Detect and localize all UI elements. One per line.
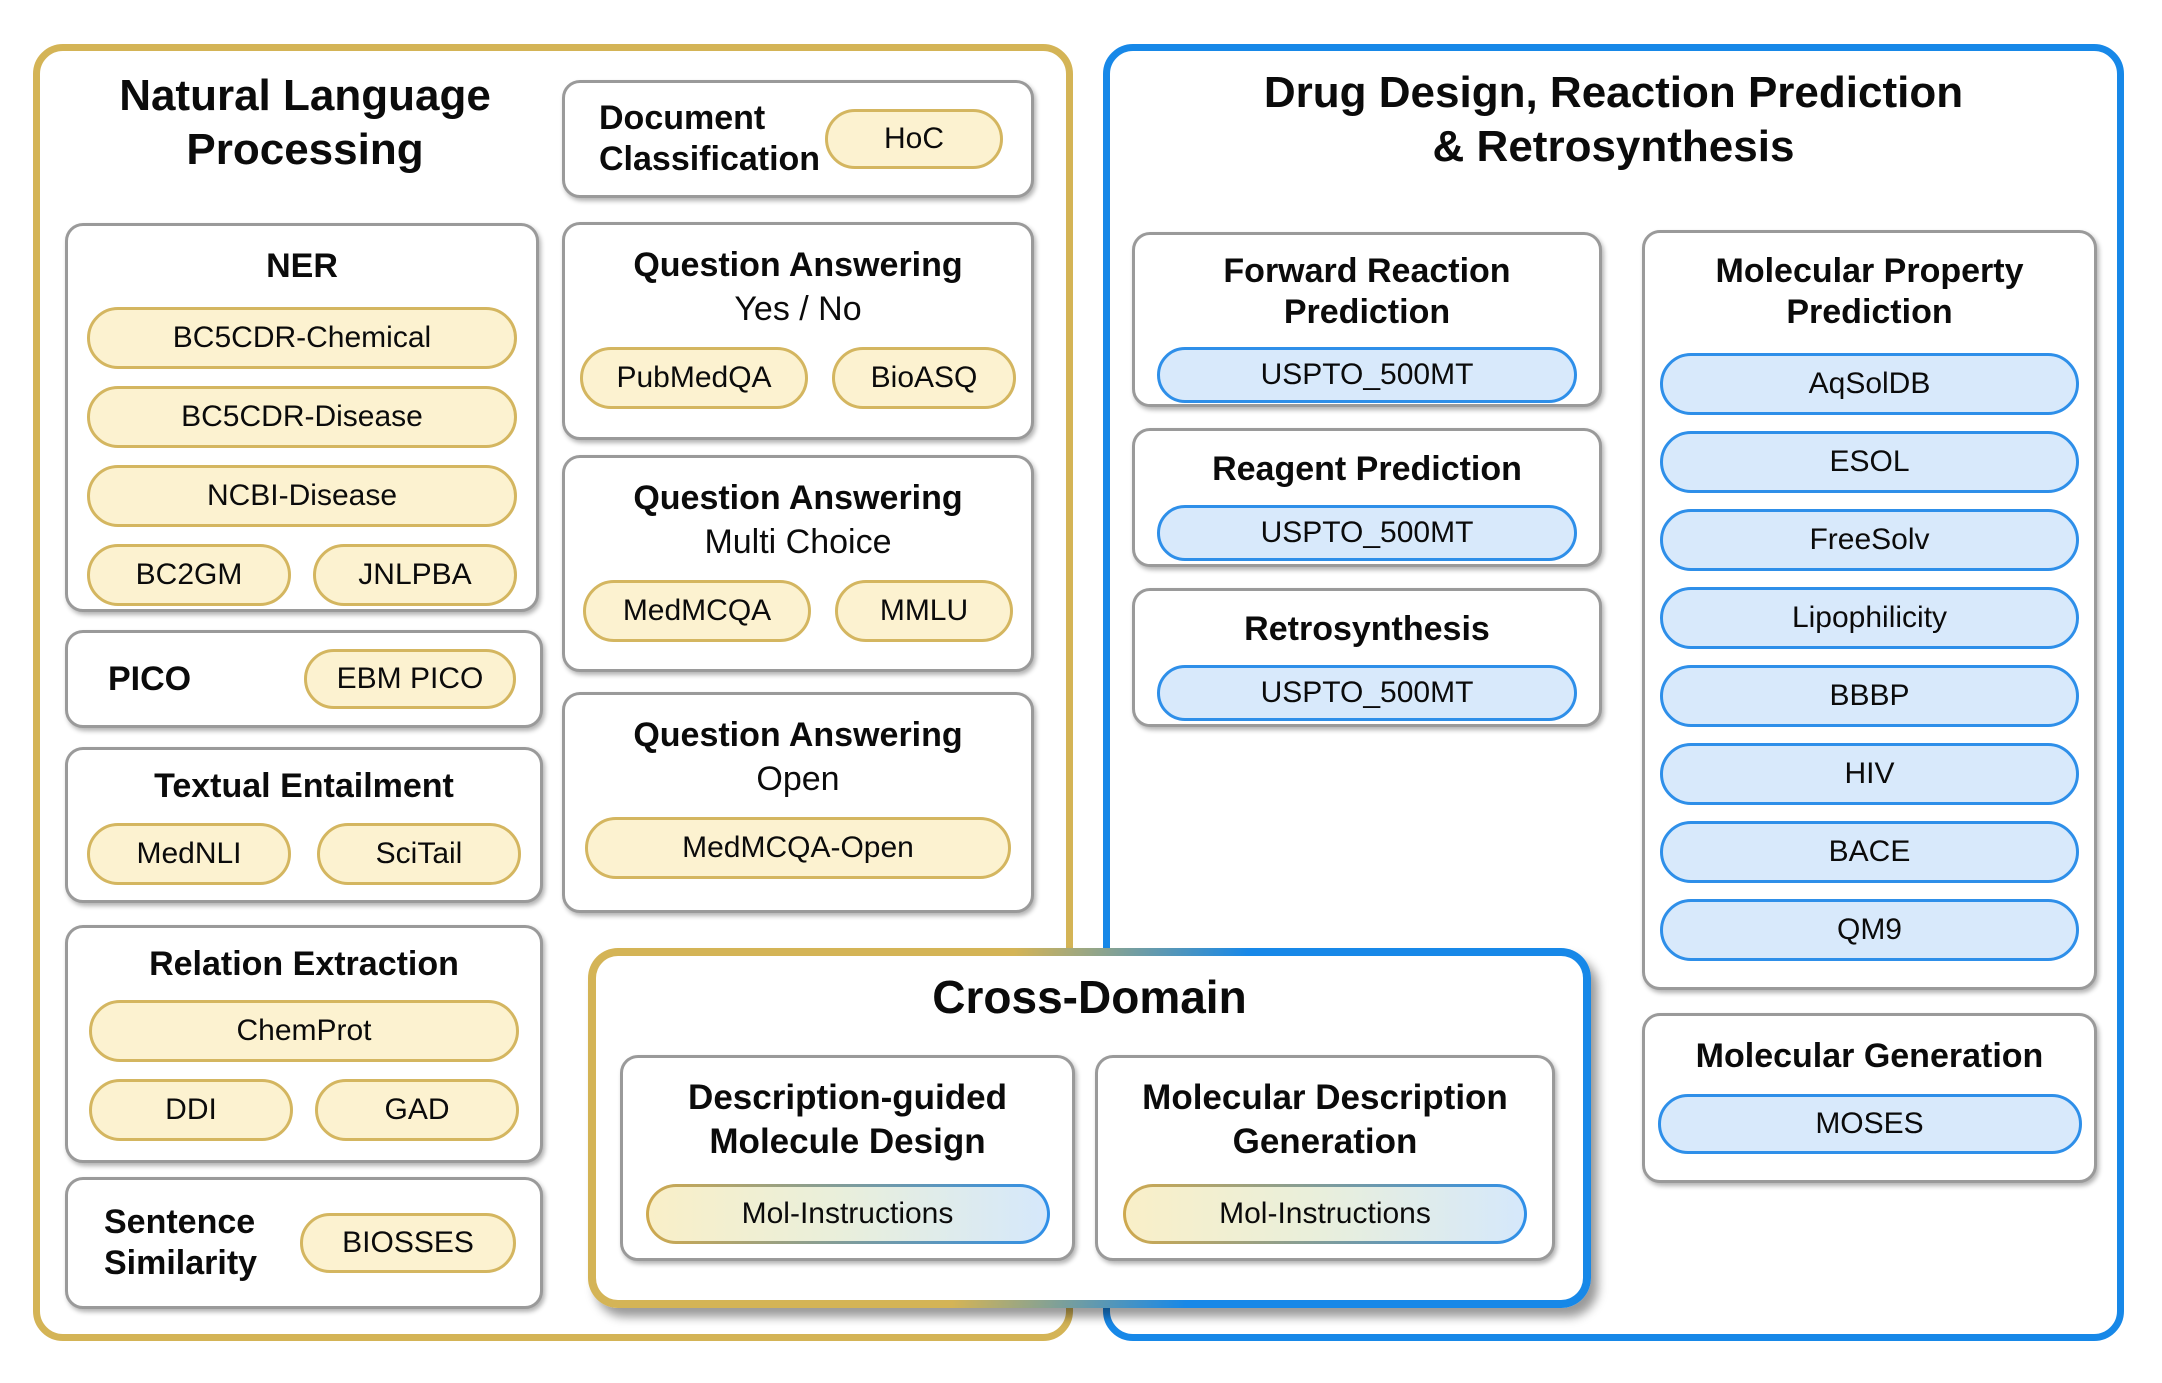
dataset-pill-bioasq: BioASQ bbox=[832, 346, 1016, 409]
dataset-pill-qm9: QM9 bbox=[1660, 898, 2079, 961]
dataset-pill-mmlu: MMLU bbox=[835, 579, 1013, 642]
dataset-pill-uspto-500mt-forward: USPTO_500MT bbox=[1157, 346, 1577, 403]
panel-cross-domain: Cross-Domain Description-guided Molecule… bbox=[588, 948, 1591, 1308]
task-box-retrosynthesis: Retrosynthesis USPTO_500MT bbox=[1132, 588, 1602, 727]
task-box-molecular-property-prediction: Molecular Property Prediction AqSolDB ES… bbox=[1642, 230, 2097, 990]
dataset-pill-medmcqa: MedMCQA bbox=[583, 579, 811, 642]
dataset-pill-bc5cdr-chemical: BC5CDR-Chemical bbox=[87, 306, 517, 369]
task-box-forward-reaction-prediction: Forward Reaction Prediction USPTO_500MT bbox=[1132, 232, 1602, 407]
task-box-textual-entailment: Textual Entailment MedNLI SciTail bbox=[65, 747, 543, 903]
qa-yes-no-title: Question Answering bbox=[633, 246, 963, 284]
mpp-title-line2: Prediction bbox=[1786, 292, 1953, 331]
dataset-pill-gad: GAD bbox=[315, 1078, 519, 1141]
nlp-title-line1: Natural Language bbox=[119, 71, 491, 120]
nlp-title-line2: Processing bbox=[186, 124, 424, 174]
qa-open-subtitle: Open bbox=[756, 759, 840, 798]
dataset-pill-lipophilicity: Lipophilicity bbox=[1660, 586, 2079, 649]
task-box-relation-extraction: Relation Extraction ChemProt DDI GAD bbox=[65, 925, 543, 1163]
panel-natural-language-processing: Natural Language Processing NER BC5CDR-C… bbox=[33, 44, 1073, 1341]
document-classification-title: Document Classification bbox=[599, 98, 820, 180]
dataset-pill-mol-instructions-design: Mol-Instructions bbox=[645, 1183, 1050, 1244]
molecule-design-title-line2: Molecule Design bbox=[709, 1121, 986, 1161]
dataset-pill-aqsoldb: AqSolDB bbox=[1660, 352, 2079, 415]
ner-pill-row: BC2GM JNLPBA bbox=[87, 543, 517, 606]
task-box-document-classification: Document Classification HoC bbox=[562, 80, 1034, 198]
description-generation-title-line1: Molecular Description bbox=[1142, 1078, 1508, 1117]
molecule-design-title-line1: Description-guided bbox=[688, 1078, 1007, 1117]
sentence-similarity-title-line2: Similarity bbox=[104, 1244, 258, 1282]
textual-entailment-pill-row: MedNLI SciTail bbox=[87, 822, 521, 885]
qa-yes-no-pill-row: PubMedQA BioASQ bbox=[580, 346, 1016, 409]
sentence-similarity-title: Sentence Similarity bbox=[104, 1202, 257, 1284]
dataset-pill-bc2gm: BC2GM bbox=[87, 543, 291, 606]
frp-title-line1: Forward Reaction bbox=[1223, 252, 1511, 290]
qa-multi-choice-pill-row: MedMCQA MMLU bbox=[583, 579, 1013, 642]
task-box-description-guided-molecule-design: Description-guided Molecule Design Mol-I… bbox=[620, 1055, 1075, 1261]
dataset-pill-pubmedqa: PubMedQA bbox=[580, 346, 808, 409]
dataset-pill-freesolv: FreeSolv bbox=[1660, 508, 2079, 571]
panel-drug-design: Drug Design, Reaction Prediction & Retro… bbox=[1103, 44, 2124, 1341]
task-box-qa-multi-choice: Question Answering Multi Choice MedMCQA … bbox=[562, 455, 1034, 672]
dataset-pill-biosses: BIOSSES bbox=[300, 1213, 516, 1273]
relation-extraction-pill-row: DDI GAD bbox=[89, 1078, 519, 1141]
qa-open-title: Question Answering bbox=[633, 716, 963, 754]
qa-yes-no-subtitle: Yes / No bbox=[734, 289, 862, 328]
task-box-qa-open: Question Answering Open MedMCQA-Open bbox=[562, 692, 1034, 913]
dataset-pill-esol: ESOL bbox=[1660, 430, 2079, 493]
drug-panel-title: Drug Design, Reaction Prediction & Retro… bbox=[1110, 66, 2117, 173]
description-generation-title: Molecular Description Generation bbox=[1142, 1076, 1508, 1164]
ner-title: NER bbox=[266, 247, 338, 285]
task-box-pico: PICO EBM PICO bbox=[65, 630, 543, 728]
dataset-pill-ddi: DDI bbox=[89, 1078, 293, 1141]
dataset-pill-hoc: HoC bbox=[825, 109, 1003, 169]
molecular-property-pills: AqSolDB ESOL FreeSolv Lipophilicity BBBP… bbox=[1645, 352, 2094, 961]
molecular-property-prediction-title: Molecular Property Prediction bbox=[1716, 251, 2024, 333]
mol-instructions-design-label: Mol-Instructions bbox=[648, 1186, 1047, 1241]
pico-title: PICO bbox=[108, 659, 192, 698]
qa-multi-choice-title: Question Answering bbox=[633, 479, 963, 517]
relation-extraction-title: Relation Extraction bbox=[149, 945, 459, 983]
dataset-pill-ebm-pico: EBM PICO bbox=[304, 649, 516, 709]
task-box-molecular-description-generation: Molecular Description Generation Mol-Ins… bbox=[1095, 1055, 1555, 1261]
sentence-similarity-title-line1: Sentence bbox=[104, 1203, 256, 1242]
task-box-molecular-generation: Molecular Generation MOSES bbox=[1642, 1013, 2097, 1183]
task-box-reagent-prediction: Reagent Prediction USPTO_500MT bbox=[1132, 428, 1602, 567]
frp-title-line2: Prediction bbox=[1283, 292, 1451, 331]
textual-entailment-title: Textual Entailment bbox=[154, 767, 454, 805]
ner-pills: BC5CDR-Chemical BC5CDR-Disease NCBI-Dise… bbox=[87, 306, 517, 606]
forward-reaction-prediction-title: Forward Reaction Prediction bbox=[1223, 251, 1510, 333]
dataset-pill-jnlpba: JNLPBA bbox=[313, 543, 517, 606]
dataset-pill-chemprot: ChemProt bbox=[89, 999, 519, 1062]
dataset-pill-bbbp: BBBP bbox=[1660, 664, 2079, 727]
molecular-generation-title: Molecular Generation bbox=[1695, 1037, 2044, 1075]
dataset-pill-hiv: HIV bbox=[1660, 742, 2079, 805]
cross-domain-inner: Cross-Domain Description-guided Molecule… bbox=[596, 956, 1583, 1300]
retrosynthesis-title: Retrosynthesis bbox=[1244, 610, 1490, 648]
document-classification-title-line2: Classification bbox=[599, 140, 821, 178]
task-box-sentence-similarity: Sentence Similarity BIOSSES bbox=[65, 1177, 543, 1309]
drug-title-line1: Drug Design, Reaction Prediction bbox=[1263, 68, 1964, 117]
drug-title-line2: & Retrosynthesis bbox=[1432, 121, 1795, 171]
qa-multi-choice-subtitle: Multi Choice bbox=[704, 522, 892, 561]
dataset-pill-uspto-500mt-reagent: USPTO_500MT bbox=[1157, 504, 1577, 561]
dataset-pill-ncbi-disease: NCBI-Disease bbox=[87, 464, 517, 527]
molecule-design-title: Description-guided Molecule Design bbox=[688, 1076, 1007, 1164]
dataset-pill-uspto-500mt-retro: USPTO_500MT bbox=[1157, 664, 1577, 721]
nlp-panel-title: Natural Language Processing bbox=[65, 69, 545, 176]
description-generation-title-line2: Generation bbox=[1232, 1121, 1418, 1161]
dataset-pill-bc5cdr-disease: BC5CDR-Disease bbox=[87, 385, 517, 448]
task-box-qa-yes-no: Question Answering Yes / No PubMedQA Bio… bbox=[562, 222, 1034, 440]
dataset-pill-scitail: SciTail bbox=[317, 822, 521, 885]
reagent-prediction-title: Reagent Prediction bbox=[1212, 450, 1522, 488]
task-box-ner: NER BC5CDR-Chemical BC5CDR-Disease NCBI-… bbox=[65, 223, 539, 612]
dataset-pill-moses: MOSES bbox=[1657, 1093, 2082, 1154]
cross-domain-title: Cross-Domain bbox=[932, 971, 1247, 1023]
mpp-title-line1: Molecular Property bbox=[1715, 252, 2024, 290]
mol-instructions-generation-label: Mol-Instructions bbox=[1126, 1186, 1524, 1241]
document-classification-title-line1: Document bbox=[599, 99, 766, 138]
dataset-pill-mednli: MedNLI bbox=[87, 822, 291, 885]
dataset-pill-bace: BACE bbox=[1660, 820, 2079, 883]
dataset-pill-mol-instructions-generation: Mol-Instructions bbox=[1123, 1183, 1527, 1244]
dataset-pill-medmcqa-open: MedMCQA-Open bbox=[585, 816, 1011, 879]
